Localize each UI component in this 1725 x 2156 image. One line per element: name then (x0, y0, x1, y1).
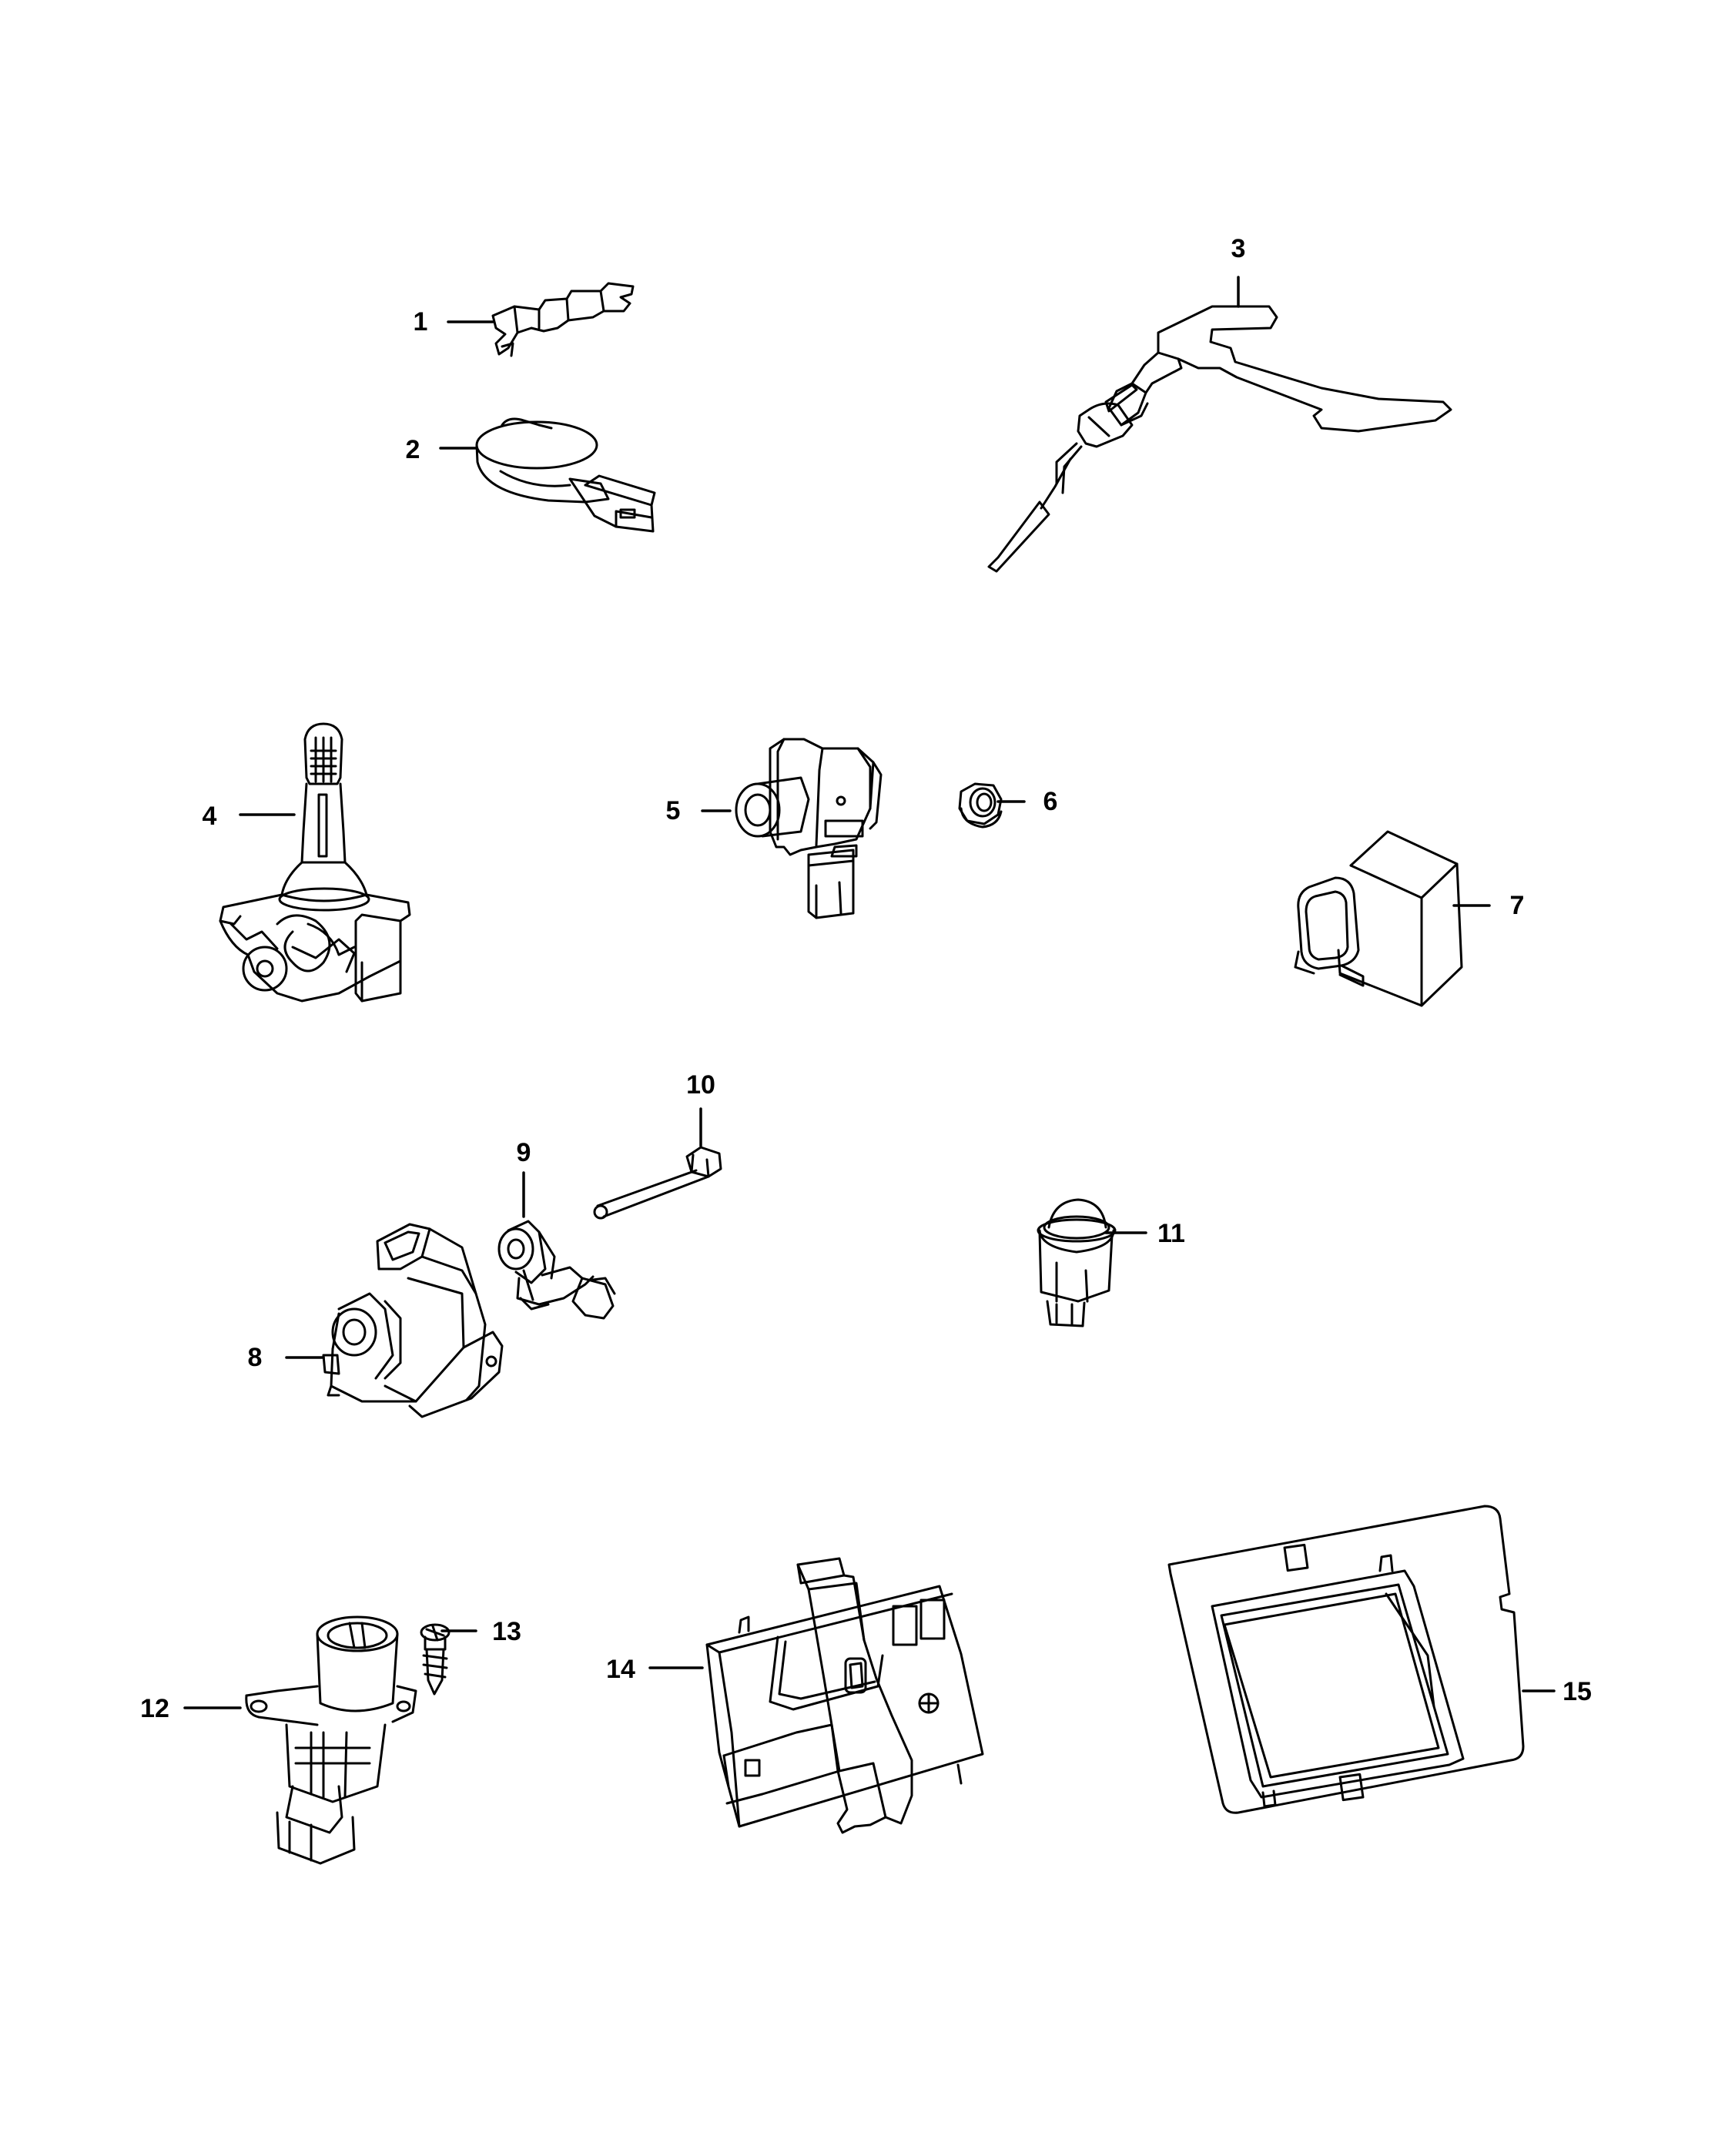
part-5-sensor (736, 739, 881, 918)
callout-15: 15 (1563, 1677, 1592, 1706)
callout-13: 13 (492, 1617, 521, 1646)
callout-8: 8 (247, 1343, 263, 1372)
part-2-sensor (477, 419, 655, 531)
callout-9: 9 (516, 1138, 531, 1167)
part-4-tpms-sensor (220, 724, 410, 1001)
part-9-knock-sensor (499, 1221, 615, 1318)
part-13-screw (421, 1625, 449, 1694)
part-14-module (707, 1558, 983, 1833)
part-7-connector-block (1295, 832, 1462, 1006)
callout-14: 14 (606, 1655, 635, 1684)
part-8-bracket-sensor (323, 1224, 502, 1417)
callout-12: 12 (140, 1694, 169, 1723)
callout-2: 2 (405, 435, 420, 464)
part-12-socket (246, 1617, 416, 1863)
callout-10: 10 (686, 1070, 715, 1100)
part-11-switch (1038, 1200, 1115, 1326)
part-10-bolt (595, 1147, 721, 1218)
callout-7: 7 (1509, 891, 1525, 920)
callout-5: 5 (665, 796, 681, 825)
part-6-nut (960, 784, 1001, 827)
leader-lines (183, 276, 1556, 1709)
part-1-clip (493, 283, 633, 356)
part-15-frame (1169, 1506, 1523, 1813)
callout-6: 6 (1043, 787, 1058, 816)
callout-4: 4 (202, 802, 217, 831)
callout-1: 1 (413, 307, 428, 336)
part-3-antenna (989, 306, 1451, 571)
callout-3: 3 (1231, 234, 1246, 263)
callout-11: 11 (1157, 1219, 1185, 1248)
